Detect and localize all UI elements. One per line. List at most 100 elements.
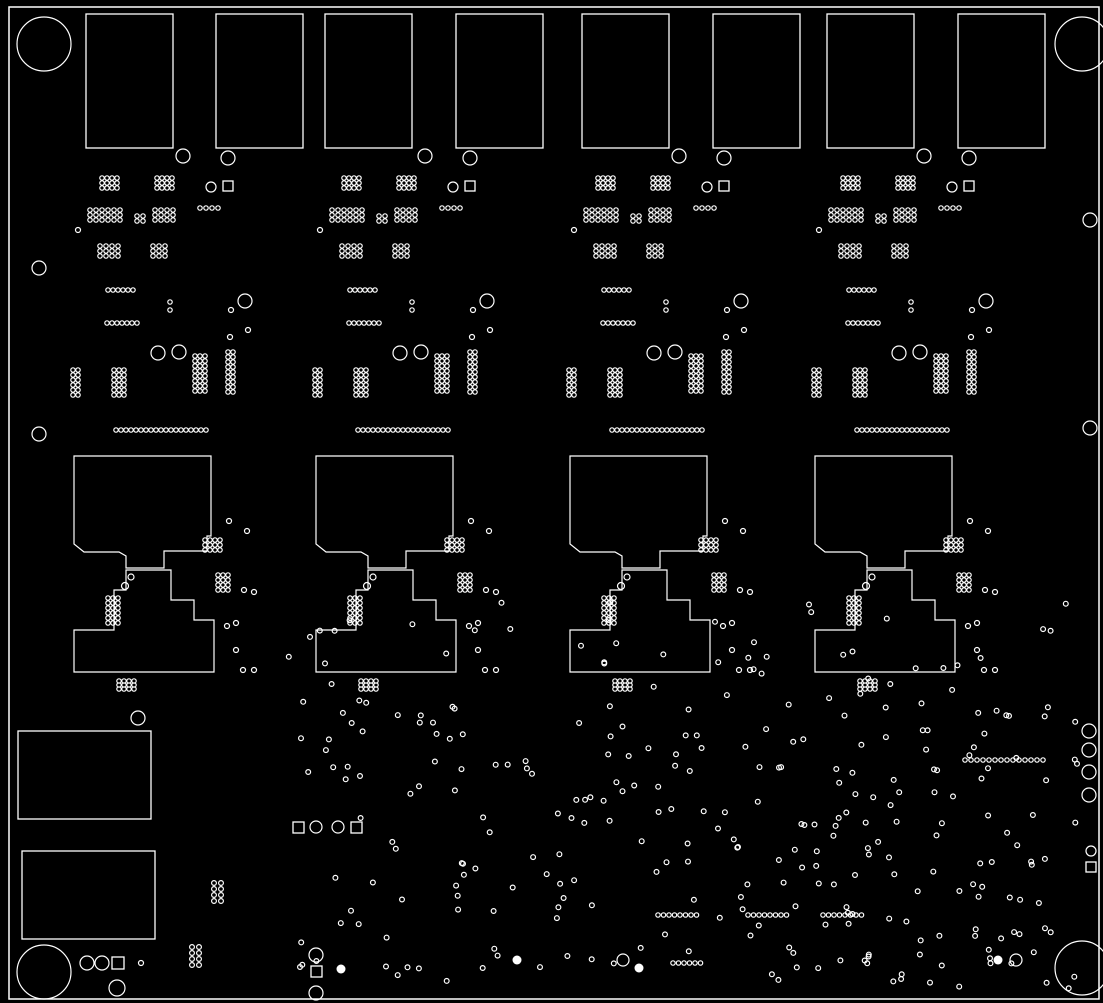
via bbox=[341, 175, 347, 181]
via bbox=[491, 945, 498, 952]
via bbox=[665, 175, 671, 181]
via bbox=[439, 378, 445, 384]
via bbox=[392, 243, 398, 249]
via bbox=[607, 217, 613, 223]
via bbox=[369, 879, 376, 886]
via bbox=[382, 213, 388, 219]
via bbox=[202, 388, 208, 394]
via bbox=[490, 907, 497, 914]
via bbox=[365, 427, 371, 433]
via bbox=[593, 253, 599, 259]
via bbox=[816, 372, 822, 378]
via bbox=[392, 253, 398, 259]
via bbox=[347, 212, 353, 218]
via bbox=[775, 856, 782, 863]
via bbox=[723, 306, 731, 314]
via bbox=[133, 427, 139, 433]
via bbox=[75, 382, 81, 388]
via bbox=[207, 547, 213, 553]
via bbox=[554, 810, 561, 817]
via bbox=[467, 359, 473, 365]
via bbox=[472, 389, 478, 395]
via bbox=[411, 185, 417, 191]
via bbox=[454, 547, 460, 553]
via bbox=[394, 207, 400, 213]
via bbox=[734, 843, 741, 850]
via bbox=[357, 253, 363, 259]
via bbox=[648, 217, 654, 223]
via bbox=[658, 253, 664, 259]
copper-pour-upper bbox=[569, 455, 708, 569]
via bbox=[844, 243, 850, 249]
via bbox=[93, 217, 99, 223]
via bbox=[611, 248, 617, 254]
via bbox=[813, 862, 820, 869]
via bbox=[938, 962, 945, 969]
via bbox=[903, 253, 909, 259]
via bbox=[831, 912, 837, 918]
via bbox=[660, 651, 667, 658]
via bbox=[383, 963, 390, 970]
via bbox=[840, 651, 847, 658]
via bbox=[410, 427, 416, 433]
via bbox=[971, 369, 977, 375]
via bbox=[434, 353, 440, 359]
via bbox=[197, 353, 203, 359]
via bbox=[981, 730, 988, 737]
via bbox=[159, 185, 165, 191]
via bbox=[778, 912, 784, 918]
via bbox=[168, 427, 174, 433]
via bbox=[601, 659, 608, 666]
via-filled bbox=[336, 964, 346, 974]
via bbox=[611, 253, 617, 259]
via bbox=[940, 664, 947, 671]
via bbox=[130, 710, 146, 726]
via bbox=[458, 860, 465, 867]
pads-layer bbox=[17, 13, 1097, 978]
via bbox=[701, 181, 713, 193]
via bbox=[943, 368, 949, 374]
via bbox=[443, 650, 450, 657]
via bbox=[417, 712, 424, 719]
via bbox=[329, 212, 335, 218]
via bbox=[169, 185, 175, 191]
via bbox=[772, 912, 779, 918]
via bbox=[663, 307, 669, 313]
via bbox=[671, 912, 678, 918]
via bbox=[225, 369, 231, 375]
via bbox=[698, 363, 704, 369]
via bbox=[373, 686, 379, 692]
via bbox=[613, 217, 619, 223]
via bbox=[805, 601, 812, 608]
via bbox=[99, 217, 105, 223]
via bbox=[589, 207, 595, 213]
via bbox=[605, 616, 612, 623]
via bbox=[480, 814, 487, 821]
via bbox=[312, 382, 318, 388]
copper-pour-lower bbox=[73, 569, 215, 673]
via bbox=[156, 248, 162, 254]
via bbox=[202, 353, 208, 359]
via bbox=[617, 387, 623, 393]
via bbox=[316, 627, 323, 634]
via bbox=[439, 383, 445, 389]
via bbox=[728, 619, 736, 627]
via bbox=[230, 389, 236, 395]
via bbox=[750, 666, 757, 673]
via bbox=[330, 764, 337, 771]
via bbox=[183, 427, 189, 433]
via bbox=[973, 646, 981, 654]
via bbox=[898, 975, 905, 982]
via bbox=[865, 851, 872, 858]
via bbox=[763, 726, 770, 733]
via bbox=[449, 547, 455, 553]
via bbox=[1041, 925, 1048, 932]
via bbox=[401, 175, 407, 181]
via bbox=[971, 389, 977, 395]
via bbox=[225, 359, 231, 365]
via bbox=[652, 243, 658, 249]
via bbox=[211, 879, 218, 886]
via bbox=[856, 248, 862, 254]
via bbox=[652, 248, 658, 254]
